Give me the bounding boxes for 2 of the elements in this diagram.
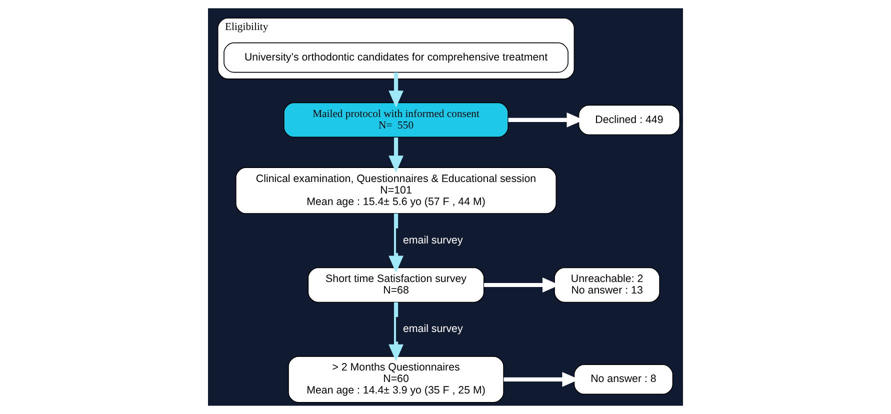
edge-label: email survey — [403, 234, 463, 246]
edge-label: email survey — [403, 323, 463, 336]
